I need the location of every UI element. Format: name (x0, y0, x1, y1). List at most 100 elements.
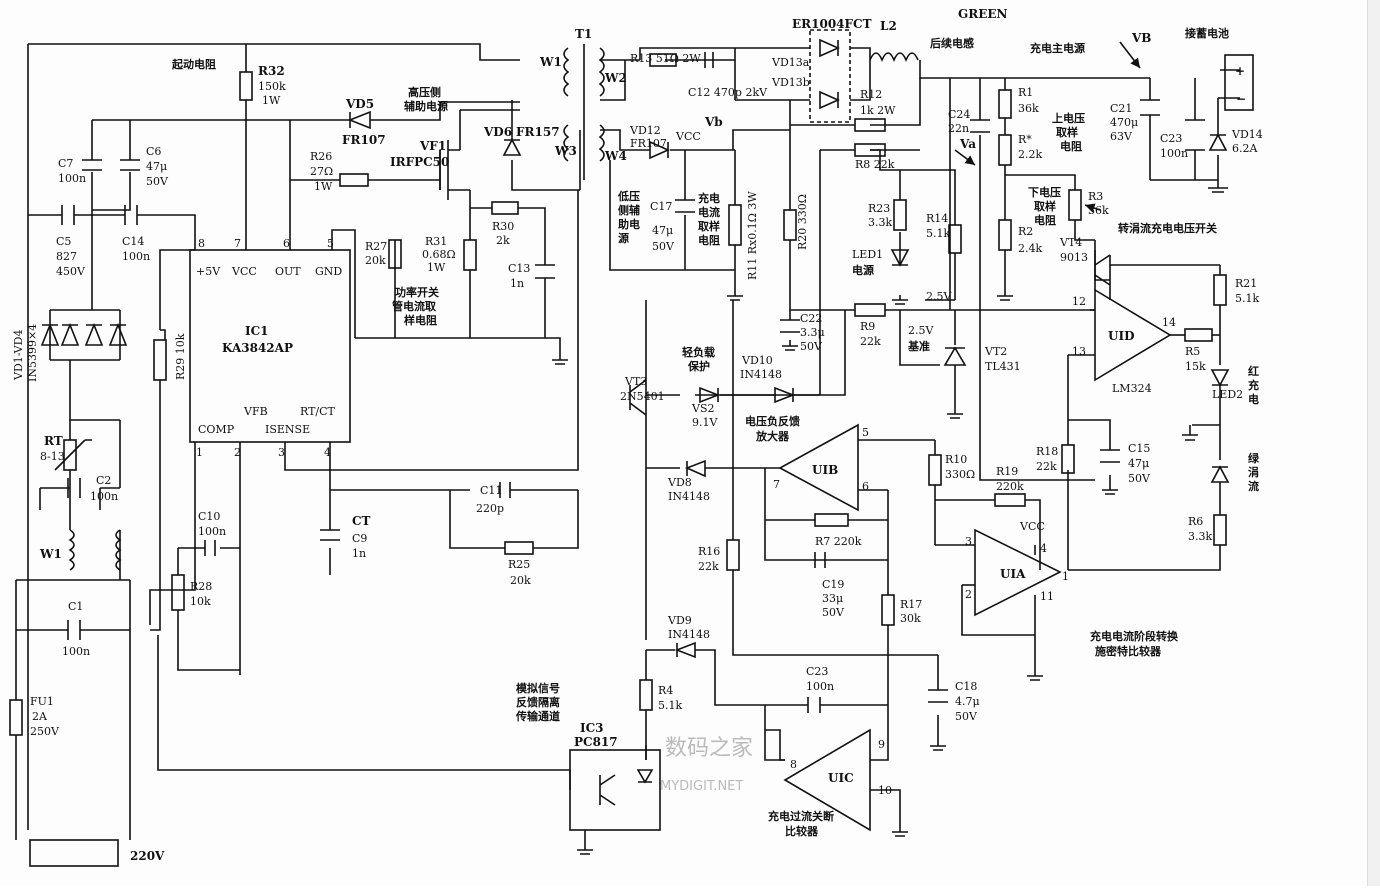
label-vd9: VD9 (667, 614, 692, 627)
label-diya2: 侧辅 (618, 203, 640, 217)
label-va: Va (959, 137, 976, 151)
bridge-diode-4 (108, 322, 128, 346)
label-w4: W4 (604, 149, 627, 163)
label-dyfk1: 电压负反馈 (745, 414, 800, 428)
label-c15: C15 (1128, 442, 1150, 455)
label-c5-power: 450V (56, 265, 86, 278)
label-r30: R30 (492, 220, 514, 233)
mosfet-vf1 (439, 140, 470, 200)
label-vf1: VF1 (419, 139, 446, 153)
label-vd8: VD8 (667, 476, 692, 489)
label-c23: C23 (806, 665, 828, 678)
capacitor-c6 (120, 159, 140, 171)
label-c17-value: 47μ (652, 224, 673, 237)
label-pin-gnd: GND (315, 265, 342, 278)
label-c10-value: 100n (198, 525, 226, 538)
label-r6-value: 3.3k (1188, 530, 1212, 543)
ground-symbols (239, 180, 1228, 855)
resistor-r16 (726, 539, 740, 571)
label-w2: W2 (604, 71, 627, 85)
capacitor-c15 (1100, 449, 1120, 463)
diode-vd13a (819, 38, 840, 58)
resistor-r13 (649, 53, 677, 67)
label-r18-value: 22k (1036, 460, 1057, 473)
zener-vs2 (699, 386, 721, 404)
label-r12-value: 1k 2W (860, 104, 896, 117)
capacitor-c23-top (1185, 119, 1205, 151)
label-r3: R3 (1088, 190, 1103, 203)
diode-vd9 (674, 641, 696, 659)
label-r26: R26 (310, 150, 332, 163)
label-sdy3: 电阻 (1060, 139, 1082, 153)
label-u1a: UIA (1000, 567, 1026, 581)
label-l2: L2 (880, 19, 897, 33)
label-c5: C5 (56, 235, 71, 248)
capacitor-c12 (704, 52, 714, 68)
label-2-5v-b: 2.5V (908, 324, 934, 337)
label-vd8-value: IN4148 (668, 490, 710, 503)
label-cdjd2: 施密特比较器 (1095, 644, 1162, 658)
label-cd2: 电流 (698, 205, 720, 219)
label-c15-power: 50V (1128, 472, 1151, 485)
label-vd10: VD10 (741, 354, 773, 367)
label-vd9-value: IN4148 (668, 628, 710, 641)
capacitor-c5 (61, 205, 75, 225)
label-u1d-pin13: 13 (1072, 345, 1086, 358)
labels: T1 ER1004FCT L2 GREEN 后续电感 充电主电源 VB 接蓄电池… (12, 7, 1263, 863)
label-t1: T1 (575, 27, 592, 41)
label-r14: R14 (926, 212, 948, 225)
label-r27-value: 20k (365, 254, 386, 267)
label-r28-value: 10k (190, 595, 211, 608)
label-ct: CT (352, 514, 371, 528)
label-gonglv3: 样电阻 (404, 313, 437, 327)
label-mn1: 模拟信号 (516, 681, 560, 695)
label-fu1-power: 250V (30, 725, 60, 738)
scrollbar[interactable] (1367, 0, 1380, 886)
resistor-r20 (783, 209, 797, 241)
label-r2: R2 (1018, 225, 1033, 238)
label-pin-vcc: VCC (231, 265, 257, 278)
label-r16-value: 22k (698, 560, 719, 573)
label-vt3-value: 2N5401 (620, 390, 665, 403)
transistor-vt3 (629, 379, 647, 416)
label-r31: R31 (425, 235, 447, 248)
capacitor-c9 (320, 529, 340, 541)
label-r32: R32 (258, 64, 285, 78)
label-c5-value: 827 (56, 250, 77, 263)
label-u1a-pin1: 1 (1062, 570, 1069, 583)
label-c1: C1 (68, 600, 83, 613)
label-houxu: 后续电感 (930, 36, 974, 50)
label-rstar-value: 2.2k (1018, 148, 1042, 161)
label-vcc-u1a: VCC (1019, 520, 1045, 533)
label-r23: R23 (868, 202, 890, 215)
label-u1b-pin7: 7 (773, 478, 780, 491)
label-vt4-value: 9013 (1060, 251, 1088, 264)
label-u1a-pin2: 2 (965, 588, 972, 601)
label-ka3842ap: KA3842AP (222, 341, 293, 355)
label-c6-value: 47μ (146, 160, 167, 173)
label-rt-value: 8-13 (40, 450, 65, 463)
label-r27: R27 (365, 240, 387, 253)
label-sdy2: 取样 (1056, 125, 1078, 139)
label-ic3: IC3 (580, 721, 604, 735)
diode-vd10 (774, 386, 796, 404)
label-c19-value: 33μ (822, 592, 843, 605)
label-r8: R8 22k (855, 158, 895, 171)
resistor-r6 (1213, 514, 1227, 546)
label-u1b-pin5: 5 (862, 426, 869, 439)
label-c9-value: 1n (352, 547, 366, 560)
label-u1a-pin11: 11 (1040, 590, 1054, 603)
label-r12: R12 (860, 88, 882, 101)
label-pin-comp: COMP (198, 423, 235, 436)
label-c7: C7 (58, 157, 73, 170)
label-vd13b: VD13b (771, 76, 810, 89)
label-u1c: UIC (828, 771, 854, 785)
label-fr107: FR107 (342, 133, 386, 147)
label-dyfk2: 放大器 (755, 429, 790, 443)
resistor-r26 (339, 173, 369, 187)
resistor-r21 (1213, 274, 1227, 306)
label-ic1-pin8: 8 (198, 237, 205, 250)
resistor-r29 (153, 339, 167, 381)
label-r17-value: 30k (900, 612, 921, 625)
